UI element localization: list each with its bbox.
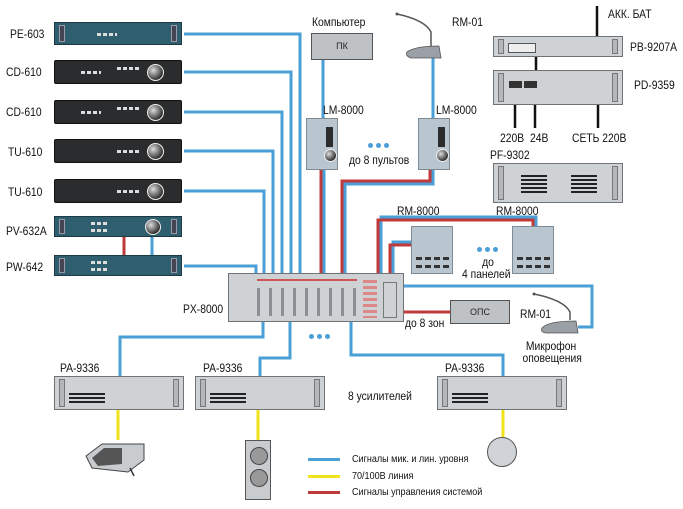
label-amp-3: PA-9336 xyxy=(445,361,485,375)
label-pb9207a: PB-9207A xyxy=(630,40,678,54)
wire-px-amp3 xyxy=(349,322,505,376)
legend-text-control: Сигналы управления системой xyxy=(352,486,483,498)
device-lm8000-1 xyxy=(306,118,338,170)
label-tu610-2: TU-610 xyxy=(8,185,43,199)
label-lm8000-2: LM-8000 xyxy=(436,103,477,117)
legend-swatch-line xyxy=(308,475,340,478)
ellipsis-dot xyxy=(493,247,498,252)
device-tu610-1 xyxy=(54,139,182,163)
device-pd9359 xyxy=(493,70,623,105)
device-cd610-1 xyxy=(54,60,182,84)
label-tu610-1: TU-610 xyxy=(8,145,43,159)
device-cd610-2 xyxy=(54,100,182,124)
wire-pe603 xyxy=(184,32,302,273)
label-lm-note: до 8 пультов xyxy=(349,153,410,167)
wire-rm8000-bus xyxy=(379,215,538,273)
label-mic-caption-2: оповещения xyxy=(522,351,582,365)
label-rm01-right: RM-01 xyxy=(520,307,551,321)
label-pe603: PE-603 xyxy=(10,27,45,41)
wire-px-rm01 xyxy=(404,284,594,329)
device-pf9302 xyxy=(493,163,623,203)
label-px8000: PX-8000 xyxy=(183,302,224,316)
label-mic-caption-1: Микрофон xyxy=(525,339,577,353)
label-rm8000-note-1: до xyxy=(482,255,494,269)
label-pv632a: PV-632A xyxy=(6,224,47,238)
column-speaker-icon xyxy=(245,440,271,500)
wire-lm2-px-ctl xyxy=(340,170,432,273)
ellipsis-dot xyxy=(485,247,490,252)
label-rm8000-1: RM-8000 xyxy=(397,204,440,218)
device-px8000 xyxy=(228,273,404,322)
device-ops: ОПС xyxy=(450,300,510,324)
label-mains: СЕТЬ 220В xyxy=(572,131,627,145)
label-zones-note: до 8 зон xyxy=(405,316,445,330)
wire-rm8000-1-ctl xyxy=(388,243,412,273)
label-amps-note: 8 усилителей xyxy=(348,389,412,403)
ellipsis-dot xyxy=(325,334,330,339)
horn-speaker-icon xyxy=(85,443,145,477)
device-pb9207a xyxy=(493,36,623,57)
wire-rm8000-1 xyxy=(391,240,412,273)
label-battery: АКК. БАТ xyxy=(608,7,652,21)
label-lm8000-1: LM-8000 xyxy=(323,103,364,117)
wire-px-amp2 xyxy=(258,322,292,376)
label-220v: 220В xyxy=(500,131,525,145)
device-pc: ПК xyxy=(311,33,373,60)
wire-cd610-2 xyxy=(184,110,284,273)
wire-tu610-2 xyxy=(184,189,266,273)
wire-lm2-px xyxy=(343,170,435,273)
wire-cd610-1 xyxy=(184,70,293,273)
microphone-icon xyxy=(532,292,579,334)
ceiling-speaker-icon xyxy=(487,437,517,467)
ops-box-label: ОПС xyxy=(470,307,490,317)
legend-text-signal: Сигналы мик. и лин. уровня xyxy=(352,453,469,465)
legend-swatch-control xyxy=(308,491,340,494)
label-pw642: PW-642 xyxy=(6,260,44,274)
label-computer: Компьютер xyxy=(312,15,366,29)
ellipsis-dot xyxy=(477,247,482,252)
device-rm8000-1 xyxy=(411,226,453,274)
device-pe603 xyxy=(54,22,182,45)
label-rm8000-note-2: 4 панелей xyxy=(462,267,511,281)
ellipsis-dot xyxy=(384,143,389,148)
label-rm01-top: RM-01 xyxy=(452,15,483,29)
legend-swatch-signal xyxy=(308,458,340,461)
wire-px-amp1 xyxy=(118,322,265,376)
legend-text-line: 70/100В линия xyxy=(352,470,414,482)
pc-box-label: ПК xyxy=(336,41,348,51)
device-amp-1 xyxy=(54,376,184,410)
device-tu610-2 xyxy=(54,179,182,203)
label-amp-2: PA-9336 xyxy=(203,361,243,375)
device-pv632a xyxy=(54,216,182,237)
label-amp-1: PA-9336 xyxy=(60,361,100,375)
microphone-icon xyxy=(395,12,442,59)
label-cd610-2: CD-610 xyxy=(6,105,42,119)
wire-tu610-1 xyxy=(184,149,275,273)
device-amp-3 xyxy=(437,376,567,410)
device-rm8000-2 xyxy=(512,226,554,274)
ellipsis-dot xyxy=(309,334,314,339)
ellipsis-dot xyxy=(317,334,322,339)
device-lm8000-2 xyxy=(418,118,450,170)
wire-pw642 xyxy=(184,264,258,273)
label-cd610-1: CD-610 xyxy=(6,65,42,79)
ellipsis-dot xyxy=(368,143,373,148)
label-pf9302: PF-9302 xyxy=(490,148,530,162)
label-rm8000-2: RM-8000 xyxy=(496,204,539,218)
device-pw642 xyxy=(54,255,182,276)
device-amp-2 xyxy=(195,376,325,410)
ellipsis-dot xyxy=(376,143,381,148)
label-24v: 24В xyxy=(530,131,549,145)
wire-rm8000-bus-ctl xyxy=(376,218,535,273)
label-pd9359: PD-9359 xyxy=(634,78,675,92)
